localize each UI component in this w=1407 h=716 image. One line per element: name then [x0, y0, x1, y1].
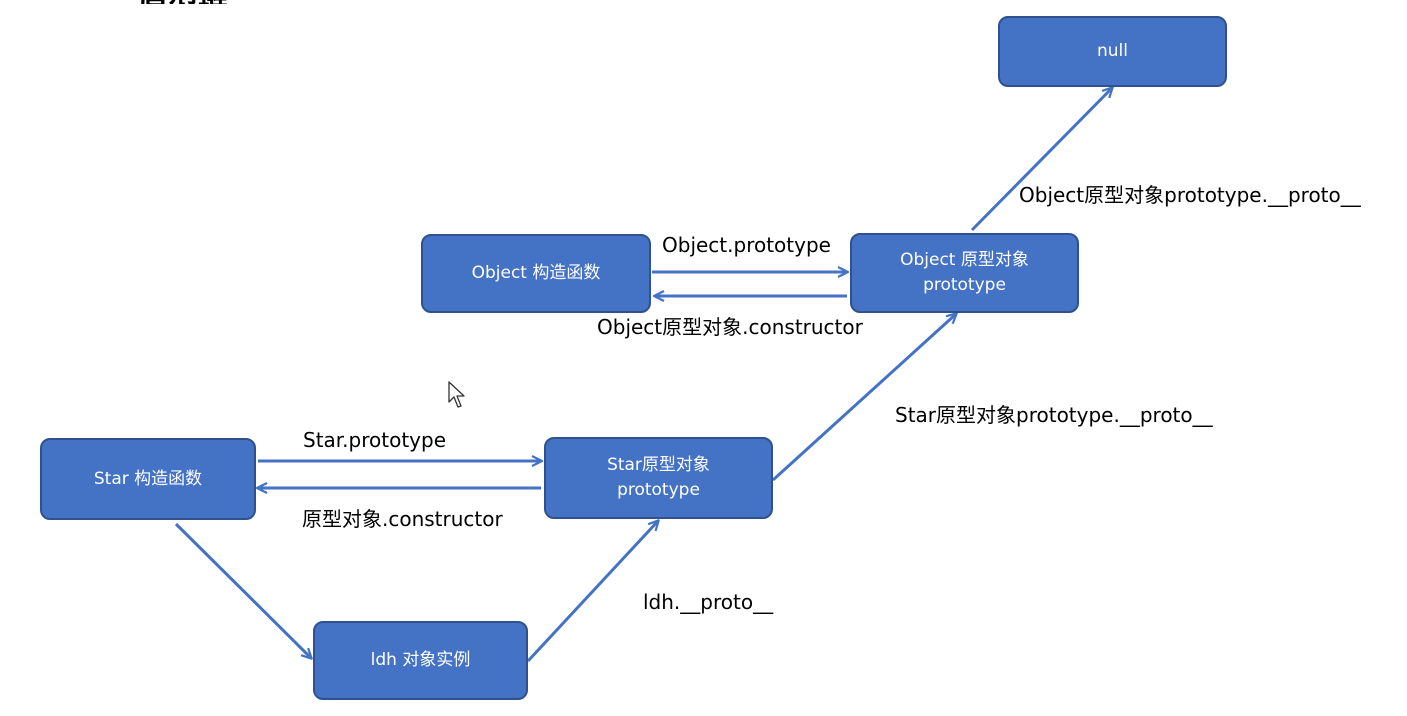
label-star-constructor: 原型对象.constructor	[302, 507, 503, 531]
object-prototype-label-line1: Object 原型对象	[900, 250, 1029, 271]
star-constructor-label: Star 构造函数	[93, 468, 203, 489]
arrow-object-proto-to-null	[970, 88, 1112, 232]
object-constructor-label: Object 构造函数	[471, 263, 601, 284]
null-node-label: null	[1097, 41, 1128, 62]
arrow-star-ctor-to-ldh	[174, 522, 311, 658]
cropped-title: 原型链	[138, 0, 228, 4]
arrow-star-proto-to-object-proto	[771, 314, 956, 482]
ldh-instance-node: ldh 对象实例	[313, 621, 528, 700]
object-prototype-label-line2: prototype	[923, 275, 1006, 295]
ldh-instance-label: ldh 对象实例	[370, 650, 471, 671]
mouse-pointer-icon	[448, 381, 465, 408]
arrow-ldh-to-star-proto	[526, 521, 658, 663]
star-prototype-node: Star原型对象 prototype	[544, 437, 773, 519]
null-node: null	[998, 16, 1227, 87]
star-constructor-node: Star 构造函数	[40, 438, 256, 520]
object-constructor-node: Object 构造函数	[421, 234, 651, 313]
label-ldh-proto: ldh.__proto__	[643, 590, 774, 614]
label-object-proto-proto: Object原型对象prototype.__proto__	[1019, 183, 1361, 207]
star-prototype-label-line2: prototype	[617, 480, 700, 500]
star-prototype-label-line1: Star原型对象	[607, 455, 710, 476]
label-object-constructor: Object原型对象.constructor	[597, 315, 863, 339]
label-star-proto-proto: Star原型对象prototype.__proto__	[895, 403, 1213, 427]
label-star-prototype: Star.prototype	[303, 428, 447, 452]
label-object-prototype: Object.prototype	[662, 233, 831, 257]
object-prototype-node: Object 原型对象 prototype	[850, 233, 1079, 313]
